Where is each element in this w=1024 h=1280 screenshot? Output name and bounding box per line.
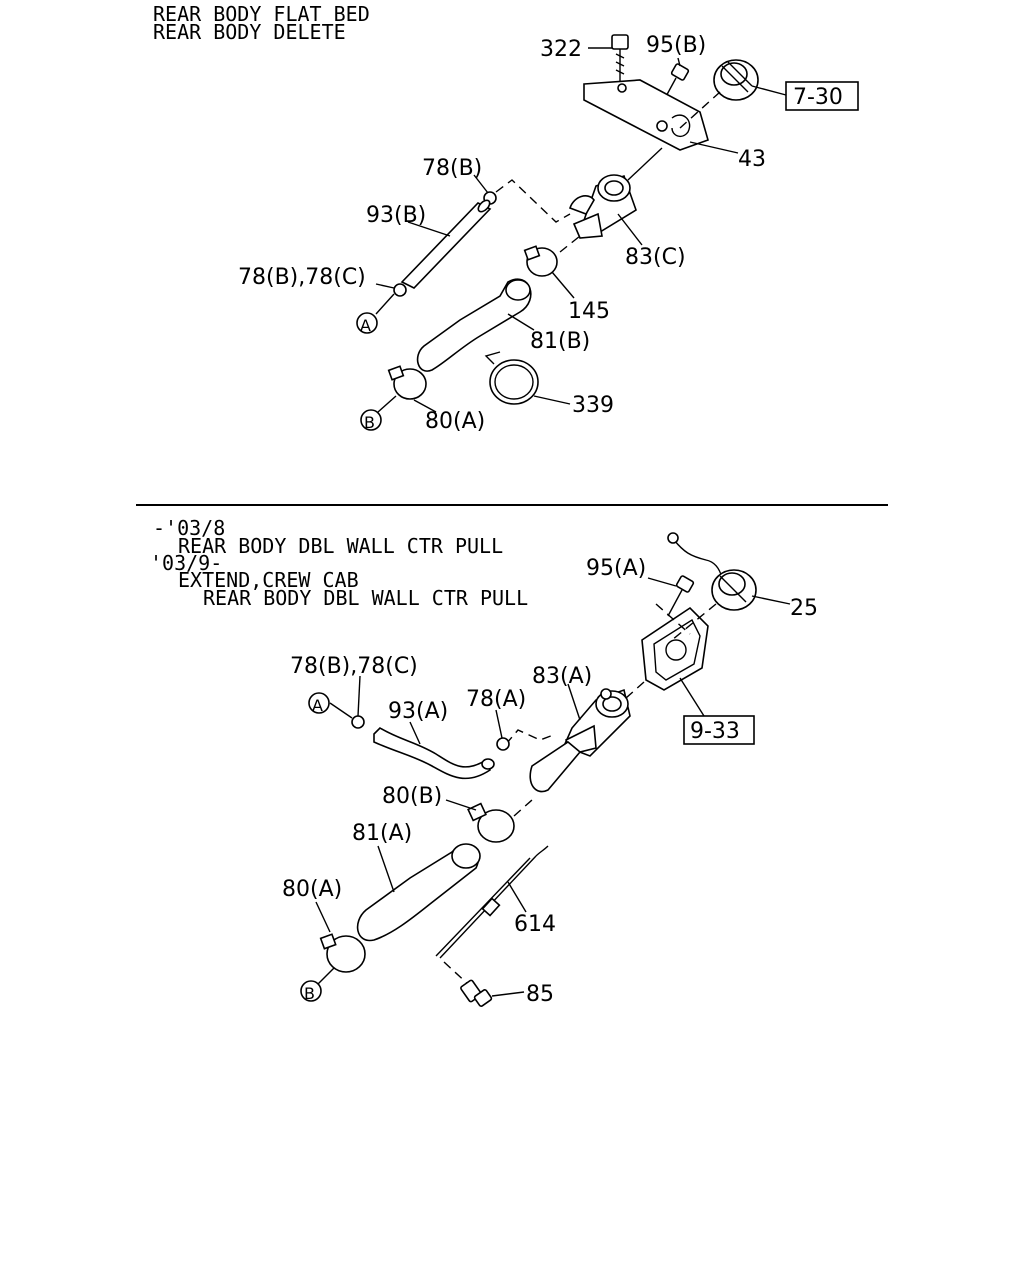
circle-marker-b-bottom: [300, 980, 322, 1002]
filler-housing: [641, 606, 709, 691]
ref-730: 7-30: [793, 85, 843, 110]
leader-933: [679, 677, 705, 717]
leader-95a: [647, 577, 677, 587]
fuel-cap-25-icon: [711, 569, 757, 611]
marker-a: A: [360, 316, 371, 335]
callout-339: 339: [572, 393, 614, 418]
leader-83a: [567, 683, 581, 721]
top-note-2: REAR BODY DELETE: [153, 20, 346, 44]
callout-83a: 83(A): [532, 664, 592, 689]
bolt-85: [460, 979, 493, 1007]
filler-neck-83a: [529, 688, 631, 793]
callout-93b: 93(B): [366, 203, 426, 228]
callout-95a: 95(A): [586, 556, 646, 581]
leader-339: [533, 395, 571, 405]
fuel-cap-icon: [713, 59, 759, 101]
cap-tether: [673, 539, 723, 579]
bottom-section: -'03/8 REAR BODY DBL WALL CTR PULL '03/9…: [150, 516, 818, 1007]
bottom-note-4: EXTEND,CREW CAB: [178, 568, 359, 592]
band-339: [484, 351, 539, 405]
leader-145: [551, 271, 575, 299]
bolt-95a: [667, 575, 695, 617]
leader-80a-bottom: [315, 901, 331, 933]
callout-83c: 83(C): [625, 245, 686, 270]
leader-93a: [409, 721, 421, 745]
leader-81a: [377, 845, 395, 893]
callout-322: 322: [540, 37, 582, 62]
filler-neck-83c: [568, 147, 663, 239]
circle-marker-a-bottom: [308, 692, 330, 714]
marker-b: B: [364, 413, 375, 432]
bolt-322: [611, 34, 629, 88]
circle-marker-a: [356, 312, 378, 334]
bracket-43: [583, 79, 709, 151]
bottom-note-1: -'03/8: [153, 516, 225, 540]
leader-78b: [473, 174, 489, 194]
leader-85: [491, 991, 525, 997]
callout-78b: 78(B): [422, 156, 482, 181]
ground-cable-614: [435, 845, 549, 959]
callout-145: 145: [568, 299, 610, 324]
clamp-80a-bottom: [319, 933, 366, 973]
leader-95b: [677, 57, 681, 67]
leader-614: [507, 881, 527, 913]
callout-80b: 80(B): [382, 784, 442, 809]
leader-78a: [495, 709, 503, 739]
bottom-note-5: REAR BODY DBL WALL CTR PULL: [203, 586, 528, 610]
callout-85: 85: [526, 982, 554, 1007]
leader-81b: [507, 313, 535, 331]
bottom-note-2: REAR BODY DBL WALL CTR PULL: [178, 534, 503, 558]
clamp-78a: [496, 737, 510, 751]
marker-b-bottom: B: [304, 984, 315, 1003]
leader-80a-top: [413, 399, 437, 413]
callout-81a: 81(A): [352, 821, 412, 846]
callout-93a: 93(A): [388, 699, 448, 724]
bottom-note-3: '03/9-: [150, 551, 222, 575]
marker-a-bottom: A: [312, 696, 323, 715]
leader-730: [751, 85, 787, 96]
callout-81b: 81(B): [530, 329, 590, 354]
clamp-80b: [467, 802, 515, 843]
ref-box-933: [683, 715, 755, 745]
callout-78b-78c: 78(B),78(C): [238, 265, 366, 290]
callout-78a: 78(A): [466, 687, 526, 712]
clamp-78b-78c: [393, 283, 407, 297]
ref-box-730: [785, 81, 859, 111]
callout-43: 43: [738, 147, 766, 172]
callout-614: 614: [514, 912, 556, 937]
leader-93b: [407, 221, 451, 237]
clamp-80a-top: [387, 365, 427, 400]
callout-80a-bottom: 80(A): [282, 877, 342, 902]
leader-43: [689, 141, 739, 154]
callout-78b-78c-bottom: 78(B),78(C): [290, 654, 418, 679]
leader-83c: [617, 213, 643, 246]
circle-marker-b: [360, 409, 382, 431]
callout-95b: 95(B): [646, 33, 706, 58]
callout-25: 25: [790, 596, 818, 621]
top-section: REAR BODY FLAT BED REAR BODY DELETE 322 …: [153, 2, 859, 434]
top-note-1: REAR BODY FLAT BED: [153, 2, 370, 26]
ref-933: 9-33: [690, 719, 740, 744]
clamp-145: [523, 245, 558, 277]
hose-93a: [373, 726, 491, 780]
leader-80b: [445, 799, 477, 811]
clamp-78b-78c-bottom: [351, 715, 365, 729]
leader-25: [751, 595, 791, 605]
callout-80a-top: 80(A): [425, 409, 485, 434]
